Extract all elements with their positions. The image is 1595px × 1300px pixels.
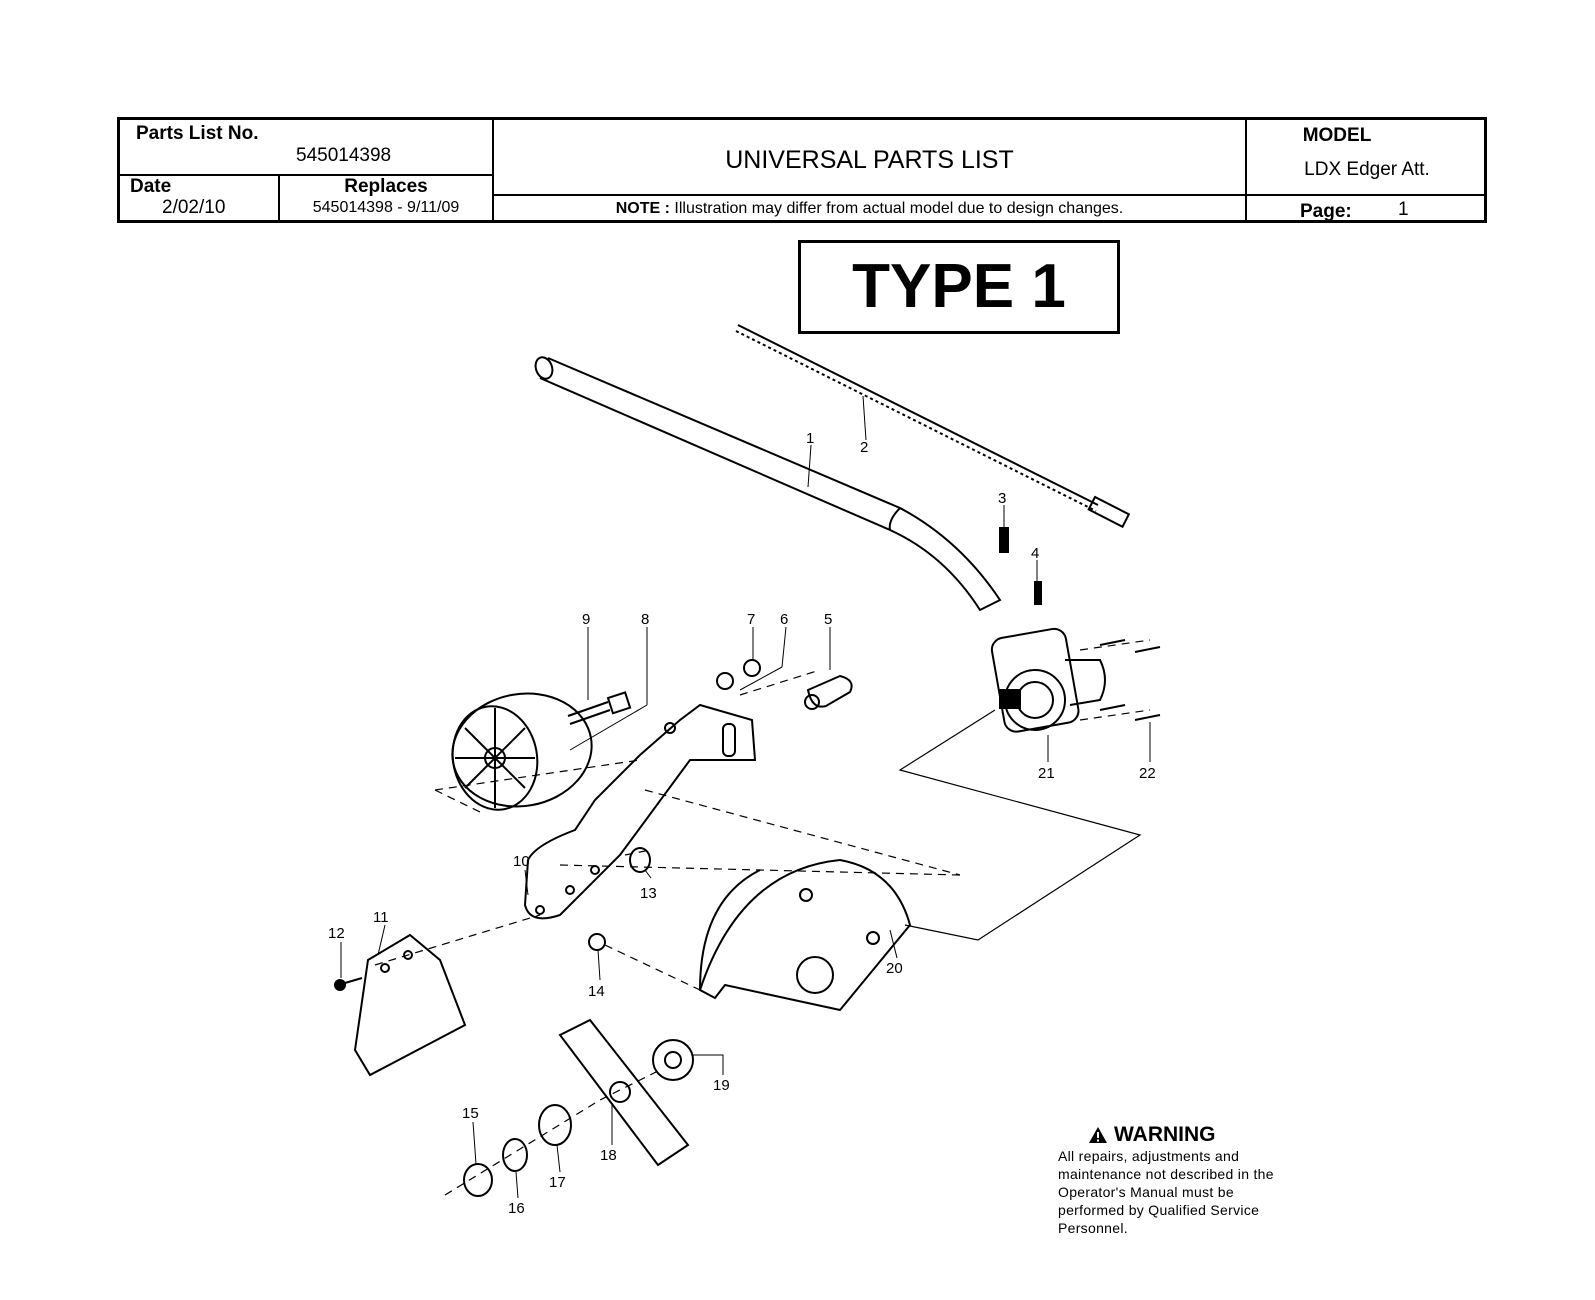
divider (492, 194, 1484, 196)
callout-4: 4 (1031, 545, 1039, 562)
callout-1: 1 (806, 430, 814, 447)
parts-list-label: Parts List No. (136, 123, 259, 144)
callout-21: 21 (1038, 765, 1055, 782)
part-shaft-tube (534, 356, 1002, 612)
callout-10: 10 (513, 853, 530, 870)
part-nut-15 (463, 1163, 493, 1197)
replaces-label: Replaces (344, 176, 428, 197)
note: NOTE : Illustration may differ from actu… (494, 200, 1245, 218)
part-washer-17 (538, 1104, 572, 1146)
part-gear-head (990, 627, 1106, 733)
callout-leaders (340, 395, 1151, 1199)
callout-12: 12 (328, 925, 345, 942)
warning-title: WARNING (1114, 1123, 1216, 1146)
part-screws-22 (1099, 639, 1161, 721)
callout-6: 6 (780, 611, 788, 628)
part-screw-3 (999, 527, 1009, 553)
warning-triangle-icon (1089, 1127, 1107, 1143)
document-title: UNIVERSAL PARTS LIST (725, 146, 1014, 174)
part-knob (804, 674, 853, 710)
part-washer-16 (502, 1138, 528, 1172)
replaces-value: 545014398 - 9/11/09 (312, 199, 460, 216)
callout-9: 9 (582, 611, 590, 628)
callout-17: 17 (549, 1174, 566, 1191)
callout-20: 20 (886, 960, 903, 977)
page-label: Page: (1300, 201, 1352, 222)
type-label: TYPE 1 (798, 240, 1120, 334)
callout-16: 16 (508, 1200, 525, 1217)
model-value: LDX Edger Att. (1304, 159, 1430, 180)
callout-8: 8 (641, 611, 649, 628)
warning-heading: WARNING (1088, 1123, 1318, 1147)
subassembly-outline (898, 709, 1142, 941)
callout-5: 5 (824, 611, 832, 628)
divider (278, 175, 280, 220)
part-drive-cable (735, 324, 1131, 529)
page-number: 1 (1398, 199, 1409, 220)
callout-7: 7 (747, 611, 755, 628)
part-bracket (523, 703, 757, 920)
part-washer-13 (629, 847, 651, 873)
date-value: 2/02/10 (162, 197, 226, 218)
note-text: Illustration may differ from actual mode… (674, 200, 1124, 217)
part-blade-guard (698, 858, 912, 1012)
part-wheel (451, 692, 593, 811)
parts-list-number: 545014398 (296, 145, 392, 166)
callout-11: 11 (373, 909, 389, 926)
note-label: NOTE : (615, 200, 670, 217)
callout-2: 2 (860, 439, 868, 456)
callout-3: 3 (998, 490, 1006, 507)
warning-block: WARNING All repairs, adjustments and mai… (1058, 1123, 1318, 1237)
date-label: Date (130, 176, 172, 197)
part-screw-12 (334, 977, 363, 991)
callout-13: 13 (640, 885, 657, 902)
part-nut-14 (588, 933, 606, 951)
warning-text: All repairs, adjustments and maintenance… (1058, 1148, 1274, 1236)
callout-14: 14 (588, 983, 605, 1000)
assembly-lines (374, 639, 1151, 1196)
part-screw-4 (1034, 581, 1042, 605)
part-bolt (567, 691, 632, 725)
part-washer-6 (716, 672, 734, 690)
divider (120, 174, 492, 176)
part-spacer (652, 1039, 694, 1081)
callout-22: 22 (1139, 765, 1156, 782)
callout-labels: 1 2 3 4 5 6 7 8 9 10 11 12 13 14 15 16 1… (328, 430, 1156, 1217)
callout-15: 15 (462, 1105, 479, 1122)
callout-19: 19 (713, 1077, 730, 1094)
callout-18: 18 (600, 1147, 617, 1164)
part-deflector (353, 933, 467, 1077)
divider (492, 120, 494, 220)
model-label: MODEL (1302, 125, 1372, 146)
part-nut-7 (743, 659, 761, 677)
part-blade (558, 1018, 690, 1167)
divider (1245, 120, 1247, 220)
header-table: Parts List No. 545014398 Date 2/02/10 Re… (117, 117, 1487, 223)
